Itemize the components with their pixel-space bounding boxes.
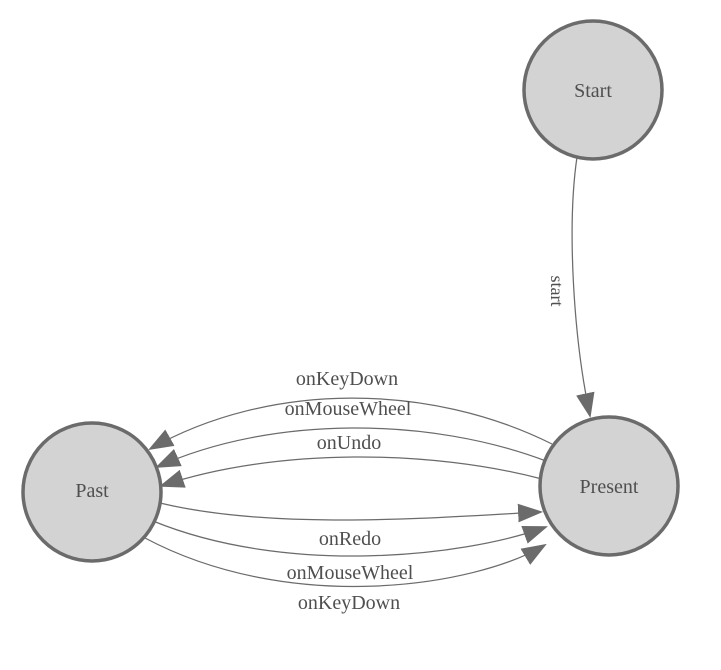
edge-label-onmousewheel-upper: onMouseWheel xyxy=(285,398,412,420)
state-node-past-label: Past xyxy=(75,480,109,502)
edge-label-onkeydown-lower: onKeyDown xyxy=(298,592,400,614)
state-node-start-label: Start xyxy=(574,80,612,102)
state-node-start-circle xyxy=(522,19,664,161)
edge-label-layer: start onKeyDown onMouseWheel onUndo onRe… xyxy=(285,276,567,615)
edge-past-to-present-onkeydown xyxy=(144,537,547,588)
node-start: Start xyxy=(522,19,664,161)
edge-label-onkeydown-upper: onKeyDown xyxy=(296,368,398,390)
edge-label-onmousewheel-lower: onMouseWheel xyxy=(287,562,414,584)
node-present: Present xyxy=(538,415,680,557)
node-past: Past xyxy=(21,421,163,563)
edge-present-to-past-onkeydown xyxy=(148,397,553,451)
edge-start-to-present xyxy=(571,156,595,419)
edge-label-onredo: onRedo xyxy=(319,528,381,550)
state-node-past-circle xyxy=(21,421,163,563)
state-node-present-label: Present xyxy=(580,476,639,498)
edge-present-to-past-onmousewheel xyxy=(155,427,547,468)
state-node-present-circle xyxy=(538,415,680,557)
edge-past-to-present-onmousewheel xyxy=(152,520,548,557)
edge-label-onundo: onUndo xyxy=(317,432,381,454)
edge-layer xyxy=(144,156,595,588)
edge-past-to-present-onredo xyxy=(159,502,544,523)
edge-label-start: start xyxy=(547,276,567,307)
edge-present-to-past-onundo xyxy=(159,456,543,488)
